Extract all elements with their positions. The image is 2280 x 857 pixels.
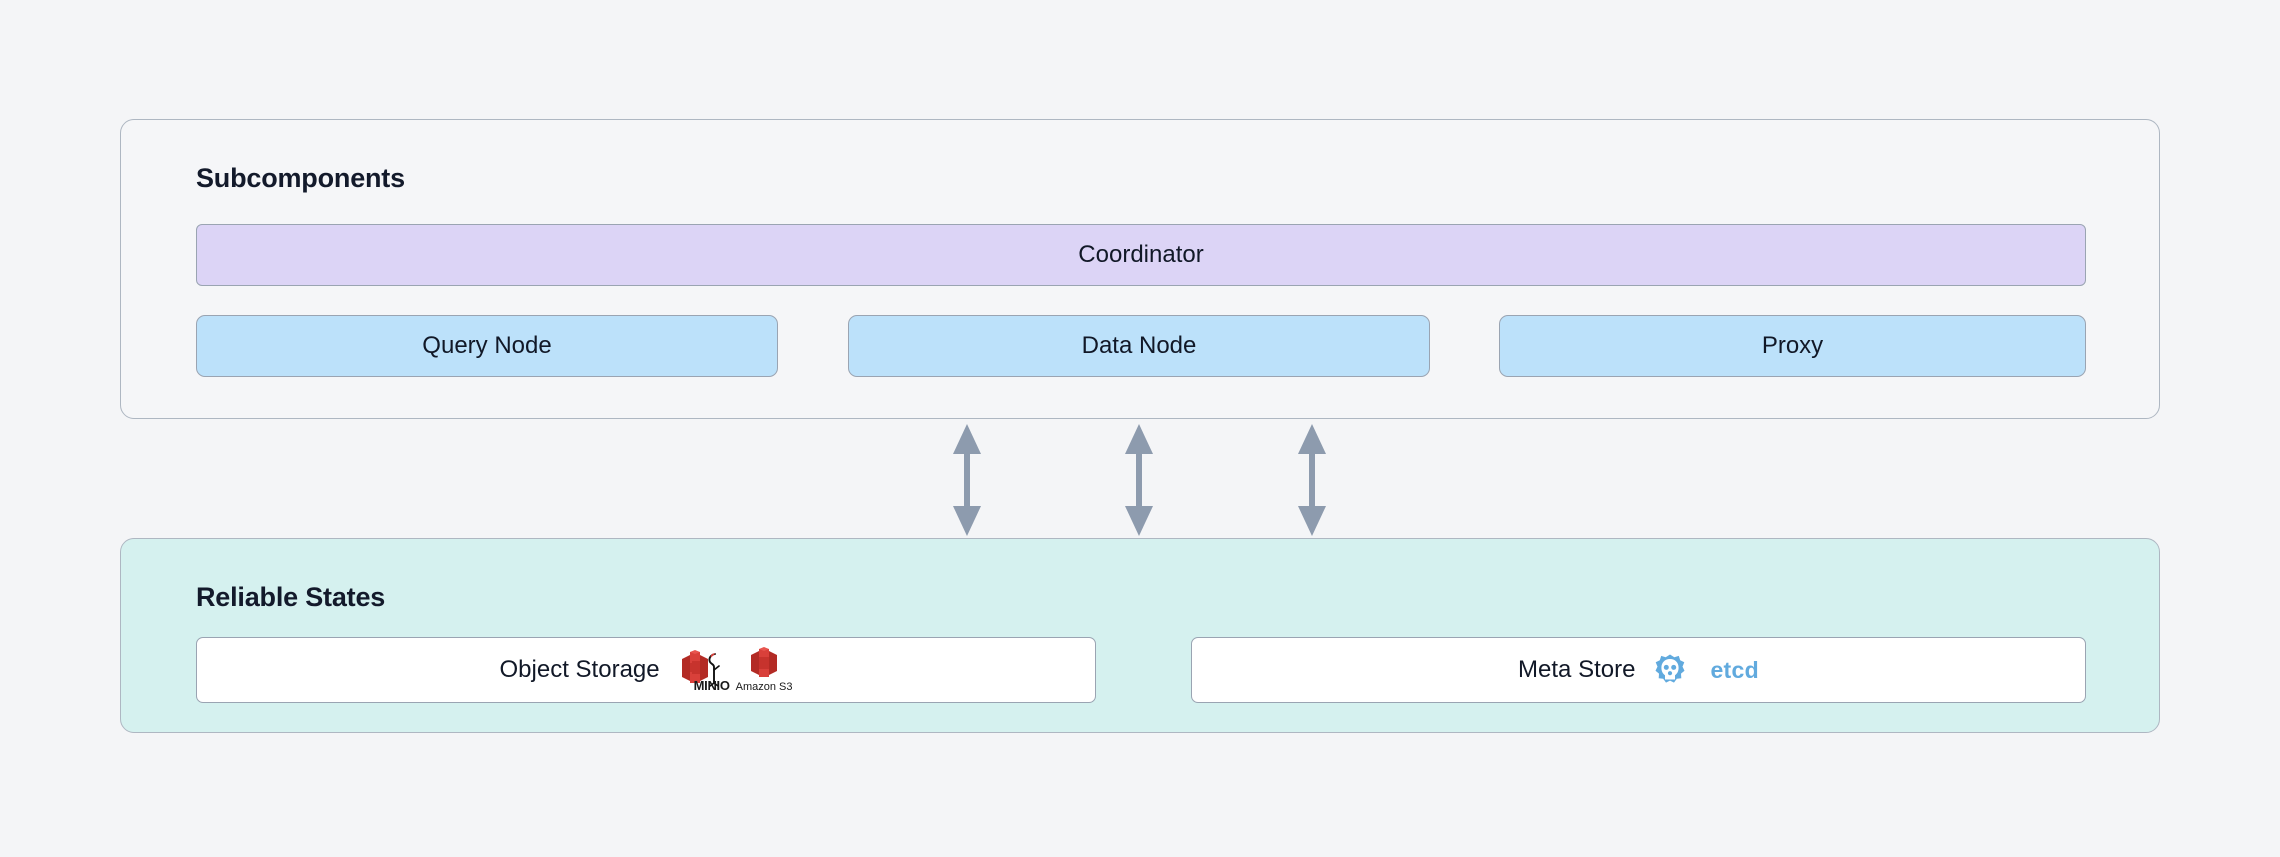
flamingo-glyph	[708, 653, 720, 687]
minio-glyph	[681, 650, 720, 687]
coordinator-label: Coordinator	[1078, 241, 1204, 268]
amazon-s3-caption: Amazon S3	[735, 681, 793, 693]
etcd-wordmark: etcd	[1710, 656, 1759, 683]
object-storage-content: Object Storage	[499, 647, 793, 693]
subcomponents-title: Subcomponents	[196, 163, 405, 193]
query-node-label: Query Node	[422, 332, 552, 359]
amazon-s3-glyph	[751, 647, 778, 677]
meta-store-content: Meta Store etcd	[1518, 653, 1759, 687]
query-node-box[interactable]: Query Node	[196, 315, 778, 377]
connector-arrow-3	[1298, 424, 1326, 536]
proxy-box[interactable]: Proxy	[1499, 315, 2086, 377]
connector-arrow-2	[1125, 424, 1153, 536]
reliable-states-title: Reliable States	[196, 582, 386, 612]
coordinator-box[interactable]: Coordinator	[196, 224, 2086, 286]
connector-arrow-1	[953, 424, 981, 536]
object-storage-box[interactable]: Object Storage	[196, 637, 1096, 703]
object-storage-logos: MINIO Amazon S3	[678, 647, 793, 693]
object-storage-label: Object Storage	[499, 656, 660, 683]
minio-logo: MINIO	[678, 650, 730, 692]
meta-store-logos: etcd	[1653, 653, 1759, 687]
etcd-logo	[1653, 653, 1687, 687]
proxy-label: Proxy	[1761, 332, 1824, 359]
reliable-states-panel: Reliable States Object Storage	[120, 538, 2160, 733]
amazon-s3-logo: Amazon S3	[735, 647, 793, 693]
etcd-gear-glyph	[1655, 654, 1685, 683]
minio-caption: MINIO	[693, 678, 730, 693]
subcomponents-panel: Subcomponents Coordinator Query Node Dat…	[120, 119, 2160, 419]
meta-store-box[interactable]: Meta Store etcd	[1191, 637, 2086, 703]
data-node-box[interactable]: Data Node	[848, 315, 1430, 377]
data-node-label: Data Node	[1081, 332, 1197, 359]
meta-store-label: Meta Store	[1518, 656, 1636, 683]
